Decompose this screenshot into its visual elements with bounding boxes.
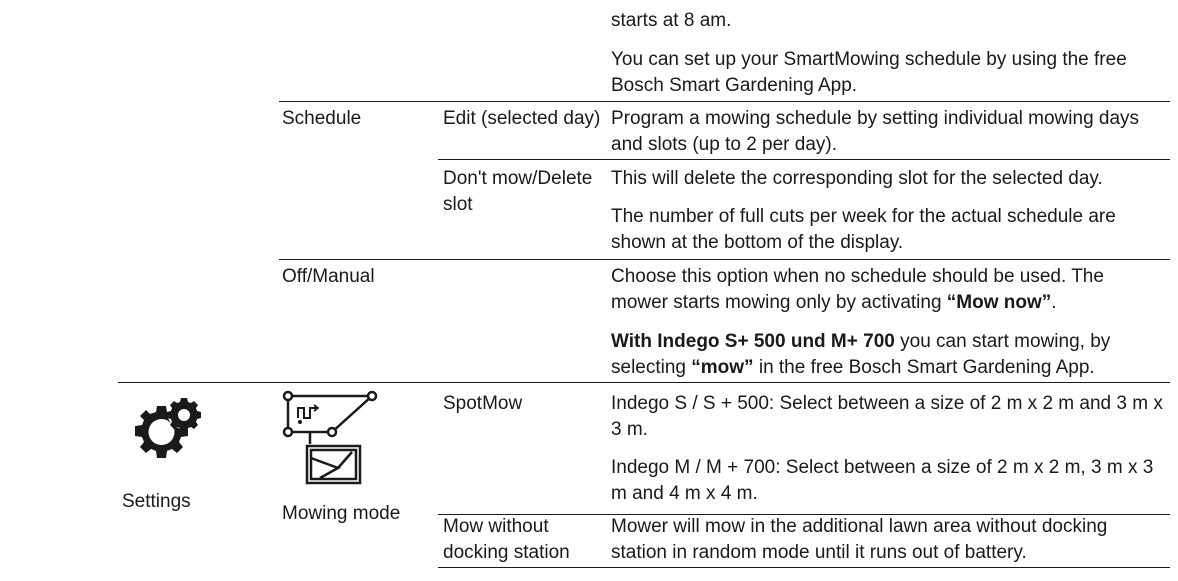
indego-models-term: With Indego S+ 500 und M+ 700 <box>611 331 895 352</box>
schedule-label: Schedule <box>282 108 362 129</box>
mow-now-term: “Mow now” <box>946 292 1052 313</box>
settings-label: Settings <box>122 491 191 512</box>
smartmowing-note: You can set up your SmartMowing schedule… <box>611 49 1127 96</box>
spotmow-s-description: Indego S / S + 500: Select between a siz… <box>611 393 1163 440</box>
spotmow-label: SpotMow <box>443 393 523 414</box>
dont-mow-description: This will delete the corresponding slot … <box>611 168 1103 189</box>
indego-app-note: With Indego S+ 500 und M+ 700 you can st… <box>611 331 1111 378</box>
intro-line: starts at 8 am. <box>611 10 732 31</box>
off-manual-description: Choose this option when no schedule shou… <box>611 266 1104 313</box>
mowing-mode-icon <box>280 388 380 488</box>
edit-description: Program a mowing schedule by setting ind… <box>611 108 1140 155</box>
off-manual-label: Off/Manual <box>282 266 375 287</box>
mowing-mode-label: Mowing mode <box>282 503 401 524</box>
row-divider <box>279 259 1170 260</box>
full-cuts-note: The number of full cuts per week for the… <box>611 206 1116 253</box>
section-divider <box>118 382 1170 383</box>
row-divider <box>438 514 1170 515</box>
row-divider <box>438 567 1170 568</box>
row-divider <box>438 159 1170 160</box>
spotmow-m-description: Indego M / M + 700: Select between a siz… <box>611 457 1154 504</box>
row-divider <box>279 101 1170 102</box>
edit-selected-day-label: Edit (selected day) <box>443 108 601 129</box>
mow-without-docking-label: Mow without docking station <box>443 516 570 563</box>
mow-without-docking-description: Mower will mow in the additional lawn ar… <box>611 516 1108 563</box>
mow-term: “mow” <box>691 357 754 378</box>
gear-settings-icon <box>122 393 204 469</box>
dont-mow-delete-slot-label: Don't mow/Delete slot <box>443 168 593 215</box>
